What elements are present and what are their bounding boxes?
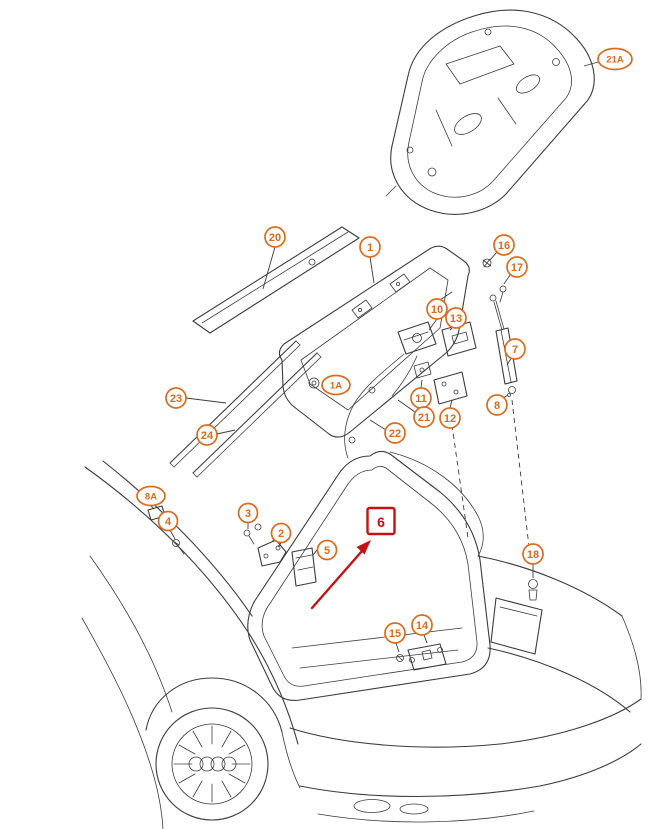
callout-6-highlighted[interactable]: 6: [366, 506, 396, 536]
callout-label: 2: [278, 528, 284, 540]
callout-14[interactable]: 14: [411, 614, 433, 636]
callout-8[interactable]: 8: [486, 394, 508, 416]
callout-21[interactable]: 21: [413, 406, 435, 428]
callout-label: 13: [450, 313, 462, 325]
callout-label: 23: [170, 393, 182, 405]
callout-10[interactable]: 10: [426, 298, 448, 320]
callout-label: 11: [415, 393, 427, 405]
taillight: [490, 597, 543, 655]
callout-label: 24: [201, 430, 214, 442]
callout-8a[interactable]: 8A: [136, 485, 166, 507]
callout-label: 21A: [606, 54, 624, 65]
lock-assembly-drawing: [344, 321, 477, 459]
callout-label: 17: [511, 262, 523, 274]
callout-label: 12: [444, 413, 456, 425]
car-body-drawing: [81, 451, 642, 829]
callout-label: 8A: [145, 491, 157, 502]
callout-label: 1: [367, 242, 373, 254]
callout-22[interactable]: 22: [384, 422, 406, 444]
wheel: [155, 707, 269, 821]
rear-glass-strip-drawing: [192, 226, 360, 334]
callout-label: 8: [494, 400, 500, 412]
exhaust-tip: [399, 803, 429, 815]
callout-label: 22: [389, 428, 401, 440]
grommets-drawing: [308, 377, 538, 601]
hatch-inner-panel-drawing: [385, 9, 595, 215]
callout-23[interactable]: 23: [165, 387, 187, 409]
callout-label: 10: [431, 304, 443, 316]
callout-15[interactable]: 15: [384, 622, 406, 644]
leader-lines: [150, 61, 599, 653]
callout-label: 18: [527, 549, 539, 561]
callout-4[interactable]: 4: [157, 510, 179, 532]
hatch-opening-seal-drawing: [247, 450, 491, 701]
callout-label: 20: [269, 232, 281, 244]
callout-label: 21: [418, 412, 430, 424]
callout-label: 7: [512, 344, 518, 356]
callout-label: 3: [245, 508, 251, 520]
callout-21a[interactable]: 21A: [597, 47, 633, 71]
callout-2[interactable]: 2: [270, 522, 292, 544]
seal-strips-drawing: [169, 340, 322, 478]
callout-17[interactable]: 17: [506, 256, 528, 278]
callout-3[interactable]: 3: [237, 502, 259, 524]
callout-label: 4: [165, 516, 172, 528]
callout-1a[interactable]: 1A: [321, 374, 351, 396]
callout-20[interactable]: 20: [264, 226, 286, 248]
callout-label: 1A: [330, 380, 342, 391]
gas-strut-drawing: [482, 258, 518, 397]
callout-label: 15: [389, 628, 401, 640]
highlight-arrow: [310, 540, 371, 610]
striker-drawing: [396, 643, 447, 671]
callout-7[interactable]: 7: [504, 338, 526, 360]
highlighted-callout-label: 6: [377, 514, 385, 530]
callout-13[interactable]: 13: [445, 307, 467, 329]
callout-16[interactable]: 16: [493, 234, 515, 256]
callout-24[interactable]: 24: [196, 424, 218, 446]
callout-5[interactable]: 5: [316, 539, 338, 561]
callout-18[interactable]: 18: [522, 543, 544, 565]
callout-1[interactable]: 1: [359, 236, 381, 258]
audi-rings-icon: [188, 756, 237, 772]
callout-12[interactable]: 12: [439, 407, 461, 429]
callout-label: 5: [324, 545, 330, 557]
exhaust-tip: [353, 799, 391, 813]
callouts: 21A 20 1 16 17 10 13 7: [136, 47, 633, 644]
callout-11[interactable]: 11: [410, 387, 432, 409]
callout-label: 16: [498, 240, 510, 252]
tailgate-frame-drawing: [278, 245, 470, 438]
callout-label: 14: [416, 620, 429, 632]
